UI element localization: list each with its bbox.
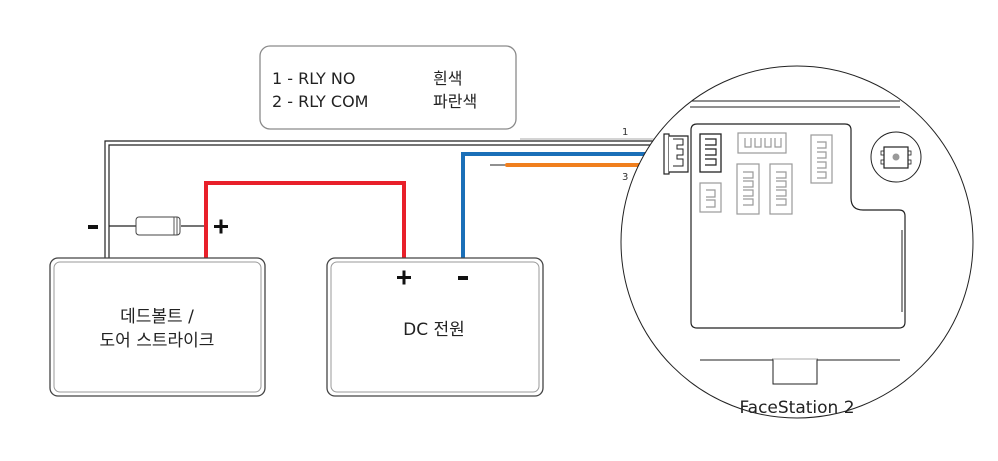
pin-3-label: 3 bbox=[622, 172, 628, 183]
blue-wire bbox=[461, 152, 664, 258]
power-label: DC 전원 bbox=[403, 320, 465, 340]
power-box: DC 전원 bbox=[326, 257, 544, 397]
pin-1-label: 1 bbox=[622, 127, 628, 138]
lock-plus-sign bbox=[214, 219, 228, 234]
legend-color-1: 흰색 bbox=[433, 69, 462, 88]
relay-port bbox=[699, 133, 722, 173]
diode bbox=[109, 216, 205, 236]
legend-pin-2: 2 - RLY COM bbox=[272, 92, 368, 111]
lock-label-line2: 도어 스트라이크 bbox=[100, 331, 215, 351]
legend-color-2: 파란색 bbox=[433, 92, 477, 111]
legend-pin-1: 1 - RLY NO bbox=[272, 69, 355, 88]
lock-minus-sign bbox=[88, 225, 98, 229]
device-caption: FaceStation 2 bbox=[739, 398, 854, 418]
tamper-switch bbox=[870, 131, 922, 183]
power-plus-sign bbox=[397, 270, 411, 285]
lock-box: 데드볼트 / 도어 스트라이크 bbox=[49, 257, 266, 397]
red-wire bbox=[204, 181, 406, 258]
device-detail bbox=[620, 65, 974, 419]
legend-box: 1 - RLY NO 흰색 2 - RLY COM 파란색 bbox=[259, 45, 517, 130]
inactive-ports bbox=[699, 132, 833, 215]
power-minus-sign bbox=[458, 276, 468, 280]
wire-connector-plug bbox=[663, 133, 689, 175]
white-wire bbox=[104, 138, 664, 258]
lock-label-line1: 데드볼트 / bbox=[120, 307, 194, 327]
